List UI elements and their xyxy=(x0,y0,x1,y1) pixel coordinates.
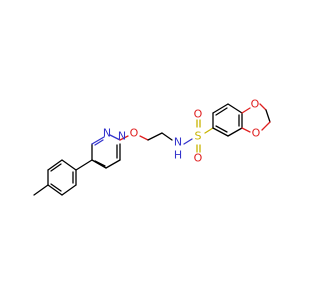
atom-h: H xyxy=(174,149,182,162)
bond xyxy=(241,107,251,114)
bond xyxy=(47,159,63,171)
s-c-bond xyxy=(204,127,214,134)
double-bond xyxy=(94,139,104,146)
bond xyxy=(227,103,243,114)
ethoxy-linker xyxy=(119,132,193,145)
bond xyxy=(241,127,251,133)
bond xyxy=(109,134,121,141)
bond xyxy=(212,127,229,137)
bond xyxy=(259,103,267,111)
atom-o-sulfonyl-bottom: O xyxy=(194,152,203,165)
atom-n1: N xyxy=(103,127,111,140)
double-bond xyxy=(94,160,106,167)
bond xyxy=(47,184,63,196)
pyridazine-ring xyxy=(75,134,121,171)
atom-nh: N xyxy=(174,136,182,149)
tolyl-ring xyxy=(33,159,77,196)
bond xyxy=(91,136,105,145)
bond xyxy=(91,159,107,169)
bond xyxy=(61,184,77,196)
bond xyxy=(183,138,193,145)
sulfonyl-group xyxy=(196,119,214,153)
benzodioxane-ring xyxy=(212,103,271,137)
bond xyxy=(139,135,149,141)
atom-o-ether: O xyxy=(130,127,139,140)
double-bond xyxy=(50,163,62,172)
methyl-bond xyxy=(33,184,49,196)
double-bond xyxy=(50,183,62,192)
bond xyxy=(261,121,271,131)
molecule-canvas: N N O N H S O O O O xyxy=(33,98,271,196)
bond xyxy=(265,109,271,123)
bond xyxy=(147,132,163,141)
bond xyxy=(61,159,77,171)
double-bond xyxy=(215,107,228,116)
bond xyxy=(212,103,229,114)
atom-labels: N N O N H S O O O O xyxy=(103,98,261,165)
bond xyxy=(227,127,243,137)
atom-o-ring-top: O xyxy=(251,98,260,111)
atom-o-ring-bottom: O xyxy=(252,127,261,140)
double-bond xyxy=(215,125,228,133)
atom-s: S xyxy=(195,130,202,143)
bond xyxy=(105,159,121,169)
structure-diagram: N N O N H S O O O O xyxy=(33,98,271,196)
bond xyxy=(119,135,129,141)
atom-n2: N xyxy=(118,130,126,143)
atom-o-sulfonyl-top: O xyxy=(194,108,203,121)
bond xyxy=(161,132,173,141)
biaryl-bond xyxy=(75,159,93,171)
